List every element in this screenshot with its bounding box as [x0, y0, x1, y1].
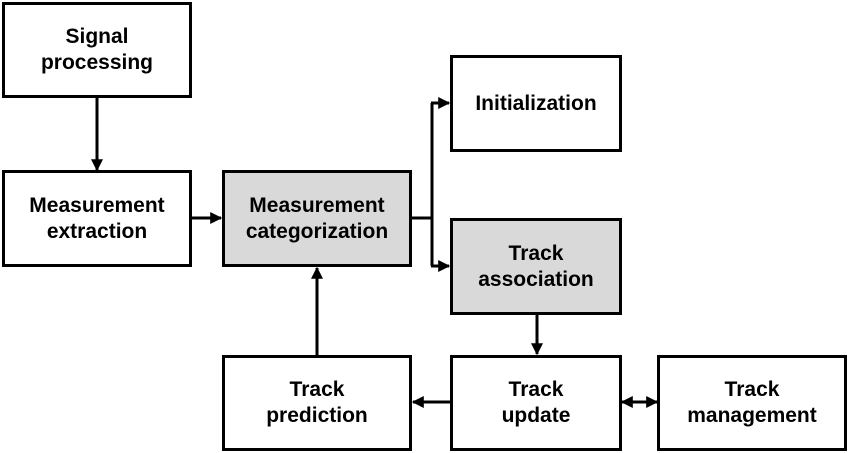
node-label: Track — [724, 378, 780, 401]
node-label: prediction — [266, 404, 368, 427]
node-label: processing — [40, 51, 154, 74]
node-label: Measurement — [249, 193, 385, 217]
node-track-prediction: Track prediction — [222, 355, 412, 451]
node-label: categorization — [245, 219, 389, 243]
node-measurement-extraction: Measurement extraction — [2, 170, 192, 267]
node-initialization: Initialization — [450, 55, 622, 152]
node-measurement-categorization: Measurement categorization — [222, 170, 412, 267]
node-label: Track — [508, 241, 564, 265]
node-track-association: Track association — [450, 218, 622, 315]
node-label: Track — [508, 378, 564, 401]
node-label: update — [501, 404, 571, 427]
node-label: Initialization — [475, 91, 597, 115]
node-label: Signal — [65, 25, 129, 48]
node-label: Measurement — [29, 193, 165, 217]
node-label: management — [687, 404, 817, 427]
node-label: extraction — [46, 219, 148, 243]
node-signal-processing: Signal processing — [2, 2, 192, 98]
node-label: association — [478, 267, 594, 291]
node-track-management: Track management — [657, 355, 847, 451]
node-track-update: Track update — [450, 355, 622, 451]
node-label: Track — [289, 378, 345, 401]
